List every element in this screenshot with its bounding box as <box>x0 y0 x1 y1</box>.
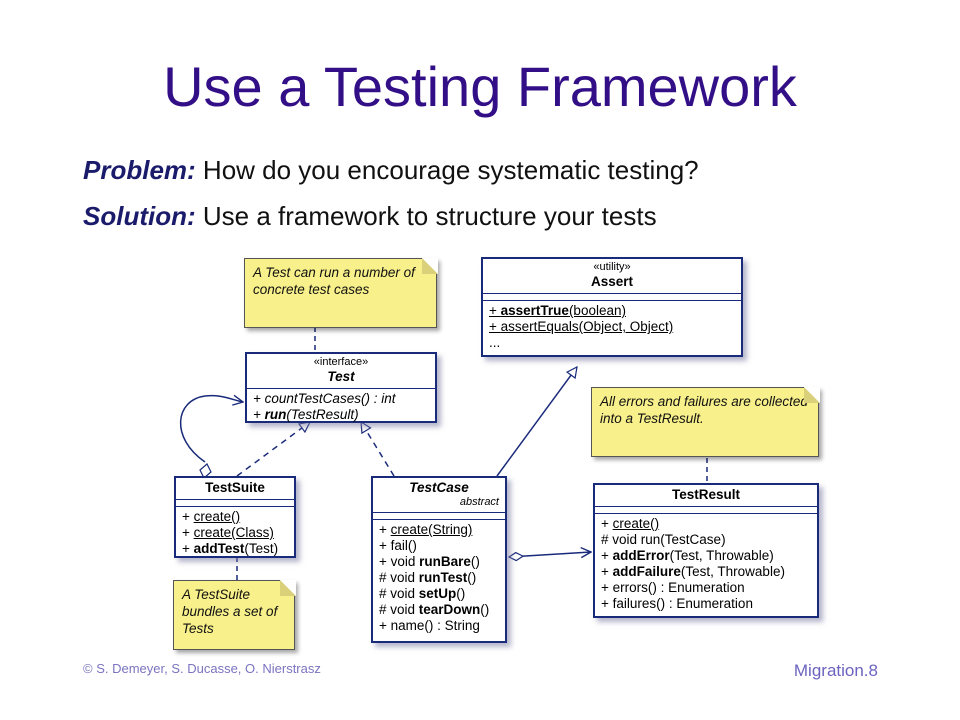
suite-aggregation <box>179 396 243 463</box>
note-test-text: A Test can run a number of concrete test… <box>253 265 415 297</box>
testresult-attributes <box>595 507 817 514</box>
testcase-name: TestCase <box>409 480 469 495</box>
assert-method: ... <box>489 335 501 350</box>
testresult-method: + addFailure(Test, Throwable) <box>601 564 785 579</box>
testcase-method: # void runTest() <box>379 570 477 585</box>
test-method: + countTestCases() : int <box>253 391 396 406</box>
solution-label: Solution: <box>83 201 196 231</box>
testresult-name: TestResult <box>671 487 740 502</box>
testresult-method: + create() <box>601 516 660 531</box>
assert-attributes <box>483 294 741 301</box>
solution-text: Use a framework to structure your tests <box>195 201 657 231</box>
testcase-method: + name() : String <box>379 618 480 633</box>
testresult-methods: + create() # void run(TestCase) + addErr… <box>595 514 817 614</box>
note-testsuite: A TestSuite bundles a set of Tests <box>173 579 296 650</box>
testcase-method: + create(String) <box>379 522 473 537</box>
testsuite-method: + addTest(Test) <box>182 541 279 556</box>
testsuite-methods: + create() + create(Class) + addTest(Tes… <box>176 507 294 559</box>
problem-line: Problem: How do you encourage systematic… <box>83 153 699 187</box>
note-testresult: All errors and failures are collected in… <box>591 386 820 457</box>
test-name: Test <box>327 369 355 384</box>
assert-name: Assert <box>590 274 634 289</box>
class-test: «interface» Test + countTestCases() : in… <box>245 352 437 423</box>
assert-method: + assertTrue(boolean) <box>489 303 626 318</box>
case-realization <box>361 422 395 477</box>
test-stereotype: «interface» <box>313 356 369 368</box>
note-test: A Test can run a number of concrete test… <box>244 257 438 328</box>
slide-title: Use a Testing Framework <box>163 55 797 118</box>
testresult-method: + failures() : Enumeration <box>601 596 753 611</box>
testcase-method: + void runBare() <box>379 554 480 569</box>
testcase-modifier: abstract <box>459 496 499 508</box>
testsuite-method: + create() <box>182 509 241 524</box>
note-testresult-text: All errors and failures are collected in… <box>600 394 808 426</box>
testcase-method: # void tearDown() <box>379 602 490 617</box>
solution-line: Solution: Use a framework to structure y… <box>83 199 657 233</box>
test-methods: + countTestCases() : int + run(TestResul… <box>247 389 435 425</box>
test-method: + run(TestResult) <box>253 407 359 422</box>
class-testcase: TestCase abstract + create(String) + fai… <box>371 476 507 643</box>
footer-slide-number: Migration.8 <box>793 661 878 680</box>
testsuite-attributes <box>176 500 294 507</box>
class-testresult: TestResult + create() # void run(TestCas… <box>593 483 819 618</box>
testsuite-name: TestSuite <box>205 480 265 495</box>
assert-method: + assertEquals(Object, Object) <box>489 319 674 334</box>
testresult-method: # void run(TestCase) <box>601 532 726 547</box>
suite-realization <box>236 422 310 477</box>
testcase-method: + fail() <box>379 538 417 553</box>
note-testsuite-text: A TestSuite bundles a set of Tests <box>182 587 278 636</box>
testcase-attributes <box>373 513 505 520</box>
testcase-methods: + create(String) + fail() + void runBare… <box>373 520 505 636</box>
result-association <box>509 552 591 557</box>
problem-text: How do you encourage systematic testing? <box>195 155 699 185</box>
assert-methods: + assertTrue(boolean) + assertEquals(Obj… <box>483 301 741 353</box>
assert-generalization <box>496 367 577 477</box>
testcase-method: # void setUp() <box>379 586 466 601</box>
class-testsuite: TestSuite + create() + create(Class) + a… <box>174 476 296 558</box>
problem-label: Problem: <box>83 155 196 185</box>
testsuite-method: + create(Class) <box>182 525 274 540</box>
assert-stereotype: «utility» <box>593 261 631 273</box>
testresult-method: + errors() : Enumeration <box>601 580 745 595</box>
footer-authors: © S. Demeyer, S. Ducasse, O. Nierstrasz <box>83 661 321 676</box>
testresult-method: + addError(Test, Throwable) <box>601 548 774 563</box>
class-assert: «utility» Assert + assertTrue(boolean) +… <box>481 257 743 357</box>
